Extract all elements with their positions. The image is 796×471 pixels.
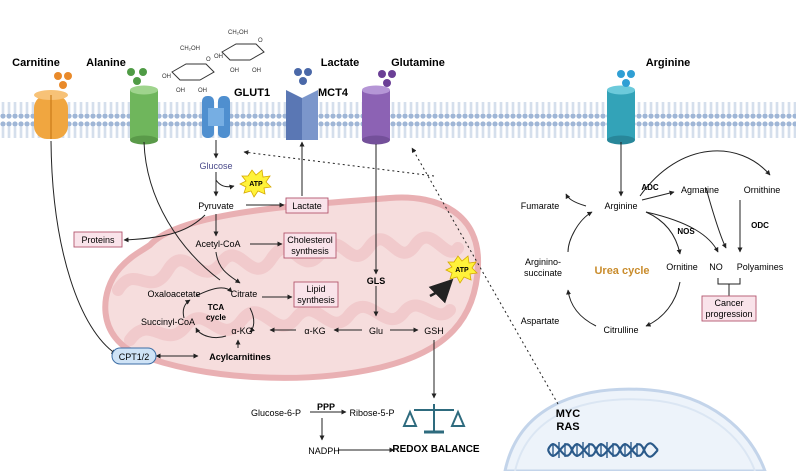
lactate-box [285,197,329,214]
proteins-box [73,231,123,248]
acetyl-coa-label: Acetyl-CoA [195,239,240,249]
glut1-transporter [202,96,230,138]
agmatine-label: Agmatine [681,185,719,195]
oh-label: OH [230,68,239,74]
proteins-label: Proteins [81,235,115,245]
alanine-label: Alanine [86,57,126,69]
oh-label: OH [252,68,261,74]
o-label: O [258,38,263,44]
glutamine-label: Glutamine [391,57,445,69]
ras-label: RAS [556,421,579,433]
cpt-pill [111,347,157,365]
balance-scale-icon [402,404,466,434]
no-label: NO [709,262,723,272]
carnitine-molecules [54,72,72,89]
arginine-label: Arginine [604,201,637,211]
polyamines-label: Polyamines [737,262,784,272]
ornithine-in-label: Ornitine [666,262,698,272]
glucose6p-label: Glucose-6-P [251,408,301,418]
adc-label: ADC [641,183,659,192]
lactate-molecules [294,68,312,85]
citrate-label: Citrate [231,289,258,299]
akg-label: α-KG [304,326,325,336]
lipid-label-2: synthesis [297,295,335,305]
argininosuccinate-label-1: Arginino- [525,257,561,267]
oh-label: OH [198,88,207,94]
ch2oh-label: CH₂OH [228,30,248,36]
aspartate-label: Aspartate [521,316,560,326]
gls-label: GLS [367,276,386,286]
acylcarnitines-label: Acylcarnitines [209,352,271,362]
pathway-arrows [50,140,559,453]
glut1-label: GLUT1 [234,87,270,99]
atp-mito-label: ATP [455,267,469,274]
nos-label: NOS [677,227,695,236]
oh-label: OH [162,74,171,80]
mitochondrion [102,194,482,381]
ornithine-top-label: Ornithine [744,185,781,195]
alanine-molecules [127,68,147,85]
cancer-label-2: progression [705,309,752,319]
arginine-transporter-label: Arginine [646,57,691,69]
lipid-synthesis-box [293,281,339,308]
mct4-label: MCT4 [318,87,349,99]
odc-label: ODC [751,221,769,230]
succinyl-coa-label: Succinyl-CoA [141,317,195,327]
carnitine-label: Carnitine [12,57,60,69]
oh-label: OH [176,88,185,94]
ch2oh-label: CH₂OH [180,46,200,52]
ribose5p-label: Ribose-5-P [349,408,394,418]
urea-cycle-title: Urea cycle [594,265,649,277]
cholesterol-label-2: synthesis [291,246,329,256]
argininosuccinate-label-2: succinate [524,268,562,278]
tca-label-2: cycle [206,313,227,322]
atp-label: ATP [249,181,263,188]
atp-burst-icon [239,169,272,198]
cancer-label-1: Cancer [714,298,743,308]
ppp-label: PPP [317,402,335,412]
nadph-label: NADPH [308,446,340,456]
carnitine-transporter [34,90,68,139]
cpt-label: CPT1/2 [119,352,150,362]
redox-balance-label: REDOX BALANCE [392,444,480,455]
urea-cycle-arrows [565,142,771,327]
lactate-transporter-label: Lactate [321,57,360,69]
cell-membrane [0,98,796,138]
akg-tca-label: α-KG [231,326,252,336]
glutamine-molecules [378,70,396,87]
citrulline-label: Citrulline [603,325,638,335]
pyruvate-label: Pyruvate [198,201,234,211]
glu-label: Glu [369,326,383,336]
tca-label-1: TCA [208,303,225,312]
oh-label: OH [214,54,223,60]
mct4-transporter [286,90,318,140]
lipid-label-1: Lipid [306,284,325,294]
cancer-progression-box [701,295,757,322]
cholesterol-box [283,232,337,259]
gsh-label: GSH [424,326,444,336]
arginine-molecules [617,70,635,87]
glutamine-transporter [362,85,390,145]
atp-burst-icon [445,255,478,284]
lactate-box-label: Lactate [292,201,322,211]
arginine-transporter [607,85,635,145]
oxaloacetate-label: Oxaloacetate [147,289,200,299]
glucose-label: Glucose [199,161,232,171]
cholesterol-label-1: Cholesterol [287,235,333,245]
glucose-structure-labels: CH₂OH OH OH OH O CH₂OH OH OH OH O [162,30,263,94]
nucleus [503,387,767,471]
alanine-transporter [130,85,158,145]
dna-helix-icon [546,442,659,458]
glucose-structure-icon [171,43,265,81]
o-label: O [206,57,211,63]
myc-label: MYC [556,408,581,420]
fumarate-label: Fumarate [521,201,560,211]
